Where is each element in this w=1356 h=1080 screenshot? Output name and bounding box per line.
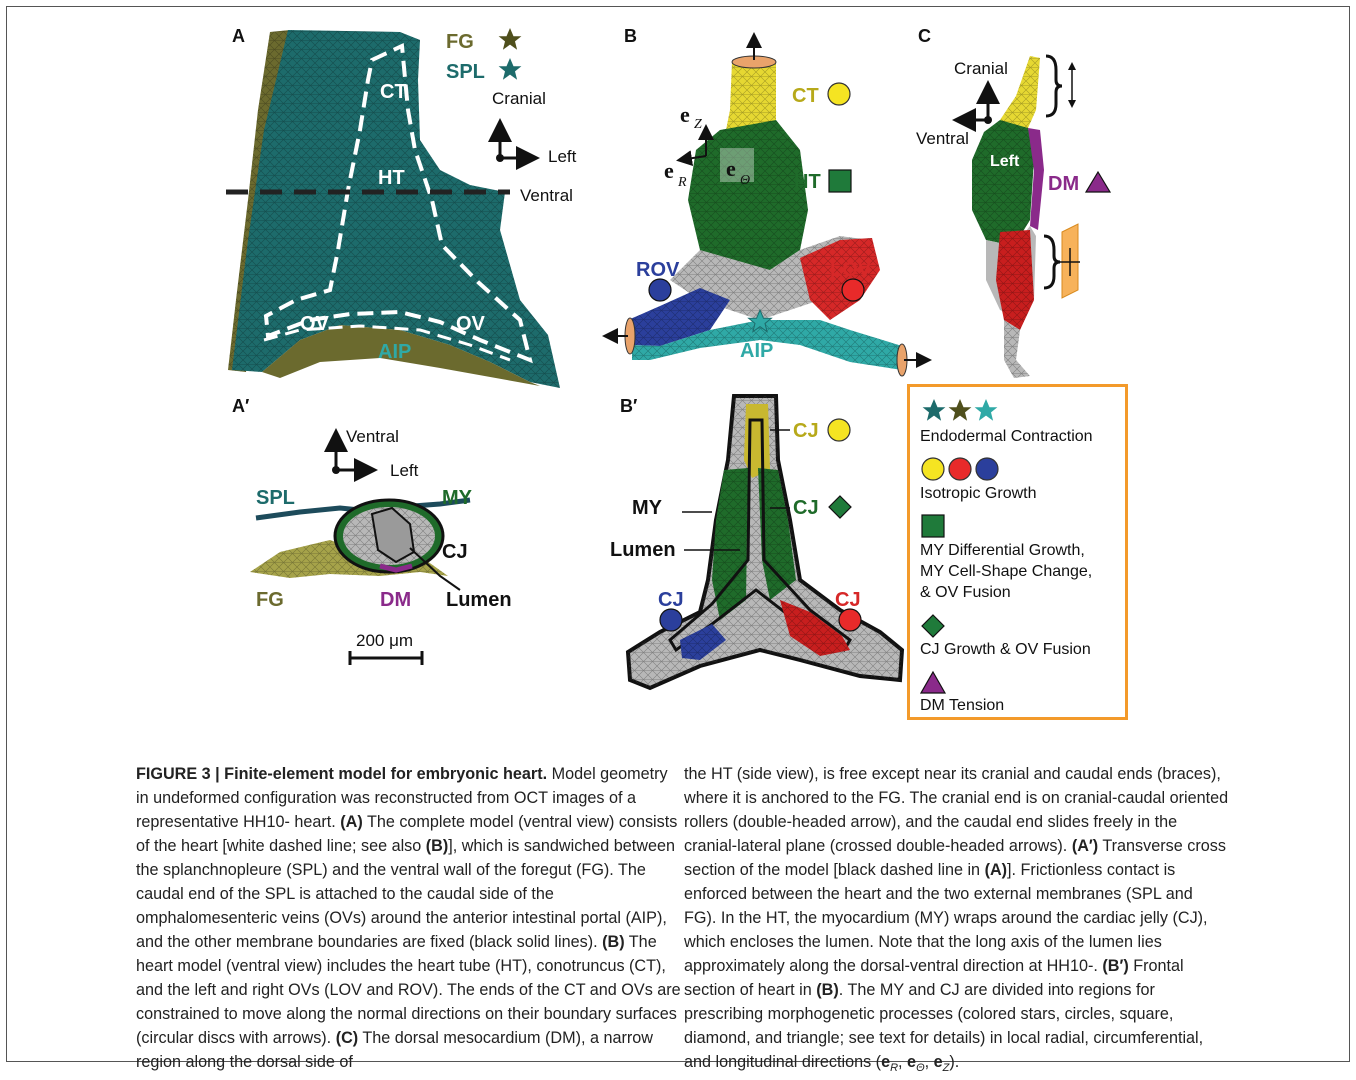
my-label-b-prime: MY	[632, 497, 663, 519]
panel-b: B e Z e R e Θ CT HT	[606, 26, 928, 376]
er-label-b: e	[664, 158, 674, 183]
caption-left-text: FIGURE 3 | Finite-element model for embr…	[136, 762, 681, 1074]
panel-b-prime: B′ CJ CJ MY Lumen CJ CJ	[610, 396, 902, 688]
caption-right-column: the HT (side view), is free except near …	[684, 762, 1229, 1080]
etheta-sub-b: Θ	[740, 173, 750, 188]
ventral-label-a-prime: Ventral	[346, 427, 399, 446]
caption-left-segment: (C)	[336, 1029, 358, 1047]
ct-label-b: CT	[792, 85, 819, 107]
star-icons	[920, 397, 1010, 425]
lumen-label-a-prime: Lumen	[446, 589, 512, 611]
ht-label-a: HT	[378, 167, 405, 189]
panel-a-letter: A	[232, 26, 245, 46]
my-label-a-prime: MY	[442, 487, 473, 509]
etheta-label-b: e	[726, 156, 736, 181]
caption-title: FIGURE 3 | Finite-element model for embr…	[136, 765, 547, 783]
panel-a: A FG SPL CT HT OV OV AIP Cranial Left Ve…	[226, 26, 577, 388]
caption-right-segment: R	[890, 1062, 898, 1074]
caption-left-segment: (B)	[426, 837, 448, 855]
cj-left-label-b-prime: CJ	[658, 589, 684, 611]
circle-icon-ct	[828, 83, 850, 105]
caption-left-column: FIGURE 3 | Finite-element model for embr…	[136, 762, 681, 1074]
legend-label-dm-tension: DM Tension	[920, 696, 1004, 715]
left-label-a: Left	[548, 147, 577, 166]
caption-right-segment: ,	[898, 1053, 907, 1071]
panel-a-prime: A′ Ventral Left SPL MY CJ FG DM Lumen 20…	[232, 396, 512, 665]
legend-box: Endodermal Contraction Isotropic Growth …	[907, 384, 1128, 720]
ventral-label-a: Ventral	[520, 186, 573, 205]
ct-label-a: CT	[380, 81, 407, 103]
ov-left-label-a: OV	[300, 313, 330, 335]
cj-mid-label-b-prime: CJ	[793, 497, 819, 519]
legend-label-my-line3: & OV Fusion	[920, 583, 1011, 602]
caption-right-segment: (B′)	[1102, 957, 1128, 975]
caption-right-segment: (B)	[816, 981, 838, 999]
star-icon-fg	[499, 28, 522, 50]
caption-right-segment: e	[907, 1053, 916, 1071]
legend-label-my-line2: MY Cell-Shape Change,	[920, 562, 1092, 581]
legend-label-isotropic: Isotropic Growth	[920, 484, 1036, 503]
er-sub-b: R	[677, 175, 687, 190]
panel-c: C Cranial Ventral Left DM	[916, 26, 1110, 378]
lov-label-b: LOV	[830, 259, 872, 281]
circle-icon-lov	[842, 279, 864, 301]
lumen-label-b-prime: Lumen	[610, 539, 676, 561]
panel-b-letter: B	[624, 26, 637, 46]
panel-a-prime-letter: A′	[232, 396, 249, 416]
circle-icon-cj-right	[839, 609, 861, 631]
caption-right-text: the HT (side view), is free except near …	[684, 762, 1229, 1080]
star-icon-spl	[499, 58, 522, 80]
square-icon	[920, 513, 950, 541]
dm-label-a-prime: DM	[380, 589, 411, 611]
caption-left-segment: (B)	[602, 933, 624, 951]
left-label-c: Left	[990, 153, 1020, 170]
aip-label-a: AIP	[378, 341, 411, 363]
cranial-label-c: Cranial	[954, 59, 1008, 78]
diamond-icon	[920, 613, 950, 641]
ez-sub-b: Z	[694, 117, 702, 132]
caption-right-segment: (A)	[985, 861, 1007, 879]
cj-right-label-b-prime: CJ	[835, 589, 861, 611]
cj-top-label-b-prime: CJ	[793, 420, 819, 442]
left-label-a-prime: Left	[390, 461, 419, 480]
aip-label-b: AIP	[740, 340, 773, 362]
ht-label-b: HT	[794, 171, 821, 193]
caption-right-segment: (A′)	[1072, 837, 1098, 855]
square-icon-ht	[829, 170, 851, 192]
cj-label-a-prime: CJ	[442, 541, 468, 563]
panel-b-prime-letter: B′	[620, 396, 637, 416]
rov-label-b: ROV	[636, 259, 680, 281]
diamond-icon-cj	[829, 496, 851, 518]
caption-right-segment: ,	[925, 1053, 934, 1071]
fg-label-a: FG	[446, 31, 474, 53]
cranial-label-a: Cranial	[492, 89, 546, 108]
circle-icon-rov	[649, 279, 671, 301]
triangle-icon	[920, 669, 950, 697]
ez-label-b: e	[680, 102, 690, 127]
legend-label-my-line1: MY Differential Growth,	[920, 541, 1085, 560]
spl-label-a-prime: SPL	[256, 487, 295, 509]
legend-label-cj-growth: CJ Growth & OV Fusion	[920, 640, 1091, 659]
caption-right-segment: Θ	[916, 1062, 925, 1074]
panel-c-letter: C	[918, 26, 931, 46]
figure-panels: A FG SPL CT HT OV OV AIP Cranial Left Ve…	[0, 0, 1356, 740]
dm-label-c: DM	[1048, 173, 1079, 195]
caption-right-segment: ).	[949, 1053, 959, 1071]
fg-label-a-prime: FG	[256, 589, 284, 611]
circle-icon-cj-left	[660, 609, 682, 631]
caption-left-segment: (A)	[340, 813, 362, 831]
circle-icons	[920, 455, 1020, 483]
caption-right-segment: e	[881, 1053, 890, 1071]
ventral-label-c: Ventral	[916, 129, 969, 148]
scale-label-a-prime: 200 μm	[356, 631, 413, 650]
caption-right-segment: e	[934, 1053, 943, 1071]
ov-right-label-a: OV	[456, 313, 486, 335]
triangle-icon-dm	[1086, 172, 1110, 192]
legend-label-endodermal: Endodermal Contraction	[920, 427, 1093, 446]
circle-icon-cj-top	[828, 419, 850, 441]
spl-label-a: SPL	[446, 61, 485, 83]
